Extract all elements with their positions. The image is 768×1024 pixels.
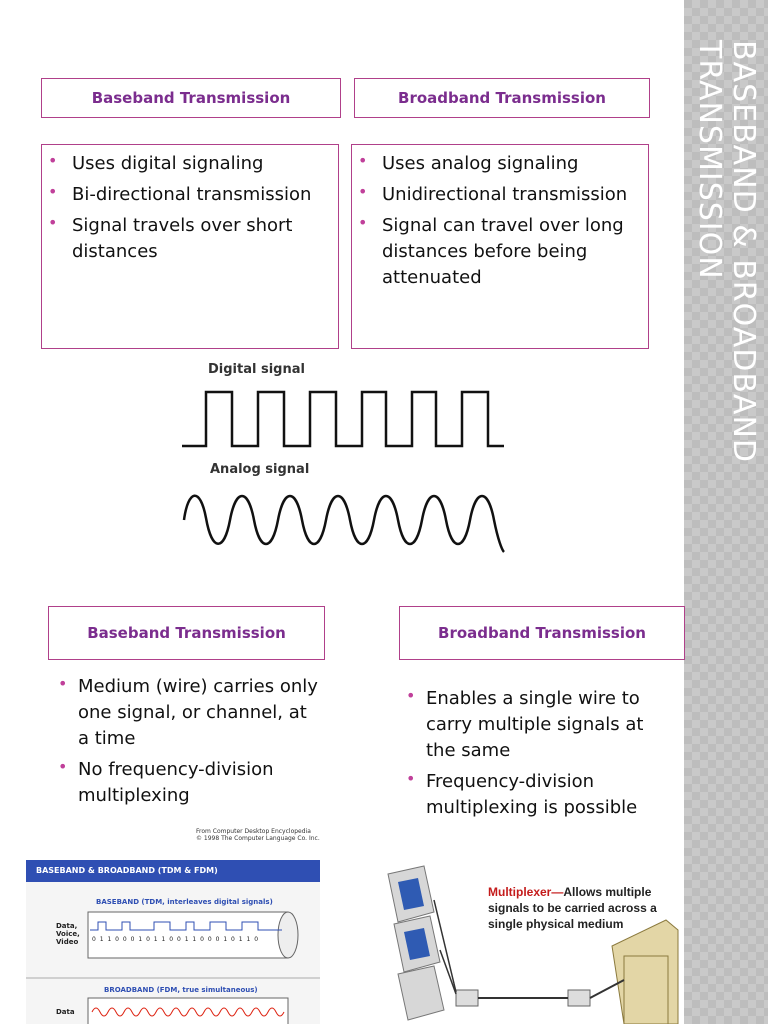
list-item: •Unidirectional transmission [358,182,628,205]
list-item: •Uses digital signaling [48,151,264,174]
top-baseband-header: Baseband Transmission [41,78,341,118]
list-item: •Bi-directional transmission [48,182,312,205]
bit-stream: 0 1 1 0 0 0 1 0 1 1 0 0 1 1 0 0 0 1 0 1 … [92,936,260,943]
list-item: •Medium (wire) carries only one signal, … [58,674,318,749]
top-baseband-list: •Uses digital signaling •Bi-directional … [42,151,338,265]
top-broadband-box: •Uses analog signaling •Unidirectional t… [351,144,649,349]
bottom-broadband-list: •Enables a single wire to carry multiple… [400,686,676,821]
top-broadband-list: •Uses analog signaling •Unidirectional t… [352,151,648,291]
input-label-1: Data, Voice, Video [56,922,80,946]
analog-signal-wave [182,494,505,553]
analog-signal-label: Analog signal [210,462,310,477]
bottom-baseband-header: Baseband Transmission [48,606,325,660]
multiplexer-figure: Multiplexer—Allows multiple signals to b… [384,860,684,1024]
top-baseband-box: •Uses digital signaling •Bi-directional … [41,144,339,349]
bottom-broadband-header: Broadband Transmission [399,606,685,660]
cable-diagram [26,911,320,1024]
digital-signal-wave [182,390,504,448]
image-credit: From Computer Desktop Encyclopedia © 199… [196,828,320,842]
figure-title: BASEBAND & BROADBAND (TDM & FDM) [26,860,320,882]
list-item: •No frequency-division multiplexing [58,757,274,806]
bottom-baseband-list: •Medium (wire) carries only one signal, … [52,674,322,809]
list-item: •Uses analog signaling [358,151,579,174]
list-item: •Enables a single wire to carry multiple… [406,686,644,761]
slide-title: BASEBAND & BROADBAND TRANSMISSION [692,40,761,463]
baseband-caption: BASEBAND (TDM, interleaves digital signa… [96,898,273,906]
top-broadband-header: Broadband Transmission [354,78,650,118]
sidebar-pattern [684,0,768,1024]
list-item: •Frequency-division multiplexing is poss… [406,769,638,818]
digital-signal-label: Digital signal [208,362,305,377]
bottom-broadband-box: •Enables a single wire to carry multiple… [400,686,676,826]
multiplexer-illustration [387,865,679,1024]
tdm-fdm-figure: BASEBAND & BROADBAND (TDM & FDM) BASEBAN… [26,860,320,1024]
list-item: •Signal can travel over long distances b… [358,213,624,288]
list-item: •Signal travels over short distances [48,213,293,262]
multiplexer-caption: Multiplexer—Allows multiple signals to b… [488,885,657,931]
broadband-caption: BROADBAND (FDM, true simultaneous) [104,986,258,994]
bottom-baseband-box: •Medium (wire) carries only one signal, … [52,674,322,814]
input-label-2: Data [56,1008,75,1016]
